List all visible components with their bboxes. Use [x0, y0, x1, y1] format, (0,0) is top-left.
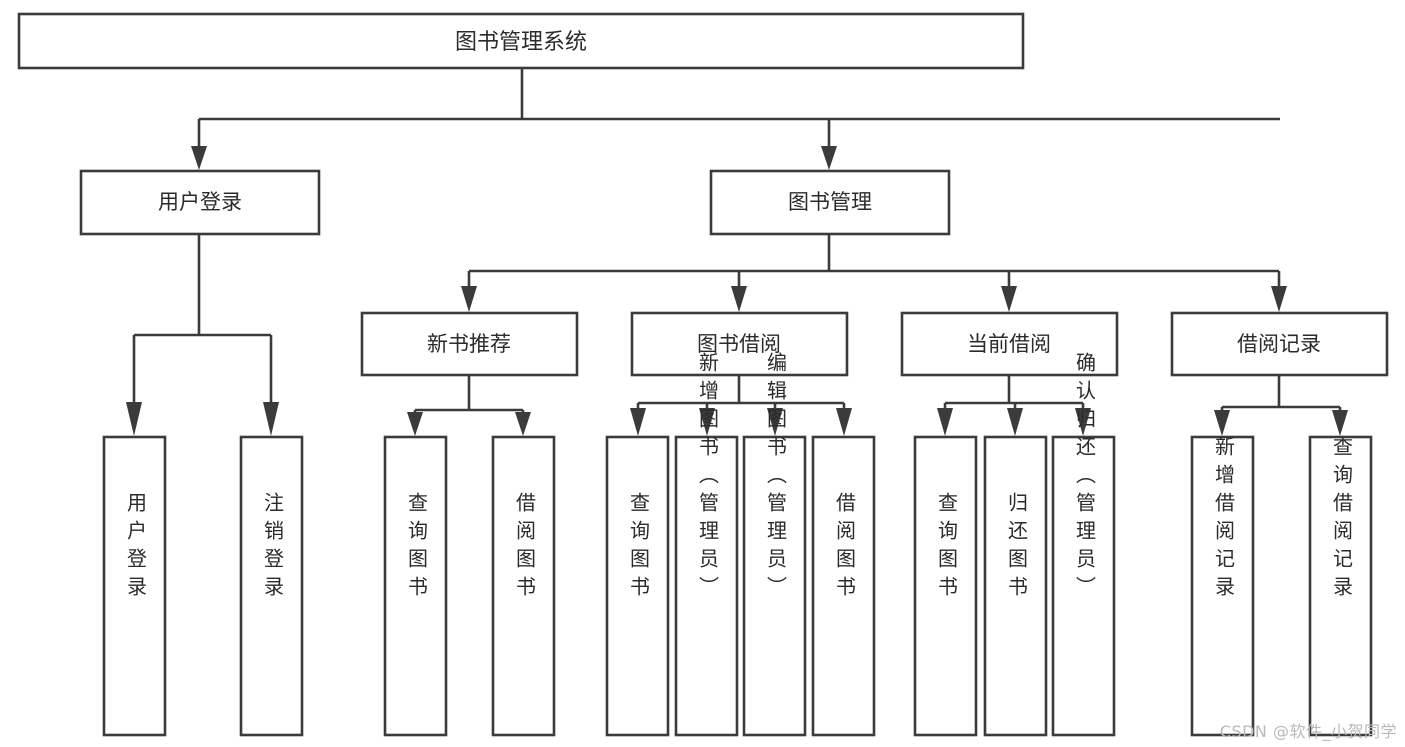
leaf-user-login-0-label: 用户登录 — [124, 492, 148, 604]
connector-user-login-to-leaves — [126, 234, 279, 436]
leaf-current-2[interactable]: 确认归还（管理员） — [1051, 352, 1116, 737]
csdn-watermark: CSDN @软件_小贺同学 — [1219, 722, 1397, 741]
leaf-recommend-1-label: 借阅图书 — [513, 492, 537, 604]
leaf-user-login-1-label: 注销登录 — [261, 492, 285, 604]
leaf-current-1-label: 归还图书 — [1005, 492, 1029, 604]
leaf-borrow-0-label: 查询图书 — [627, 492, 651, 604]
leaf-recommend-0[interactable]: 查询图书 — [383, 435, 448, 737]
node-current-borrow[interactable]: 当前借阅 — [900, 311, 1119, 377]
connector-current-to-leaves — [937, 375, 1091, 436]
node-root-system[interactable]: 图书管理系统 — [17, 12, 1025, 70]
node-user-login-label: 用户登录 — [158, 190, 242, 214]
node-new-book-recommend-label: 新书推荐 — [427, 332, 511, 356]
node-borrow-record[interactable]: 借阅记录 — [1170, 311, 1389, 377]
node-book-borrow-label: 图书借阅 — [697, 332, 781, 356]
leaf-user-login-0[interactable]: 用户登录 — [102, 435, 167, 737]
node-book-management-label: 图书管理 — [788, 190, 872, 214]
leaf-recommend-1[interactable]: 借阅图书 — [491, 435, 556, 737]
leaf-record-1-label: 查询借阅记录 — [1330, 436, 1354, 604]
leaf-current-0[interactable]: 查询图书 — [913, 435, 978, 737]
leaf-current-1[interactable]: 归还图书 — [983, 435, 1048, 737]
node-book-borrow[interactable]: 图书借阅 — [630, 311, 849, 377]
node-user-login[interactable]: 用户登录 — [79, 169, 321, 236]
leaf-borrow-3-label: 借阅图书 — [833, 492, 857, 604]
leaf-recommend-0-label: 查询图书 — [405, 492, 429, 604]
node-new-book-recommend[interactable]: 新书推荐 — [360, 311, 579, 377]
leaf-record-1[interactable]: 查询借阅记录 — [1308, 436, 1373, 737]
leaf-record-0[interactable]: 新增借阅记录 — [1190, 436, 1255, 737]
leaf-user-login-1[interactable]: 注销登录 — [239, 435, 304, 737]
leaf-borrow-2[interactable]: 编辑图书（管理员） — [742, 352, 807, 737]
leaf-borrow-1-label: 新增图书（管理员） — [696, 352, 720, 604]
node-book-management[interactable]: 图书管理 — [709, 169, 951, 236]
connector-borrow-to-leaves — [630, 375, 852, 436]
leaf-current-2-label: 确认归还（管理员） — [1073, 352, 1097, 604]
leaf-borrow-0[interactable]: 查询图书 — [605, 435, 670, 737]
node-root-label: 图书管理系统 — [455, 30, 587, 55]
leaf-record-0-label: 新增借阅记录 — [1212, 436, 1236, 604]
connector-book-manage-to-level3 — [461, 234, 1287, 312]
leaf-borrow-2-label: 编辑图书（管理员） — [764, 352, 788, 604]
node-borrow-record-label: 借阅记录 — [1237, 332, 1321, 356]
leaf-borrow-3[interactable]: 借阅图书 — [811, 435, 876, 737]
connector-record-to-leaves — [1214, 375, 1348, 436]
connector-recommend-to-leaves — [407, 375, 531, 436]
leaf-borrow-1[interactable]: 新增图书（管理员） — [674, 352, 739, 737]
node-current-borrow-label: 当前借阅 — [967, 332, 1051, 356]
leaf-current-0-label: 查询图书 — [935, 492, 959, 604]
connector-root-to-level2 — [191, 68, 1280, 170]
